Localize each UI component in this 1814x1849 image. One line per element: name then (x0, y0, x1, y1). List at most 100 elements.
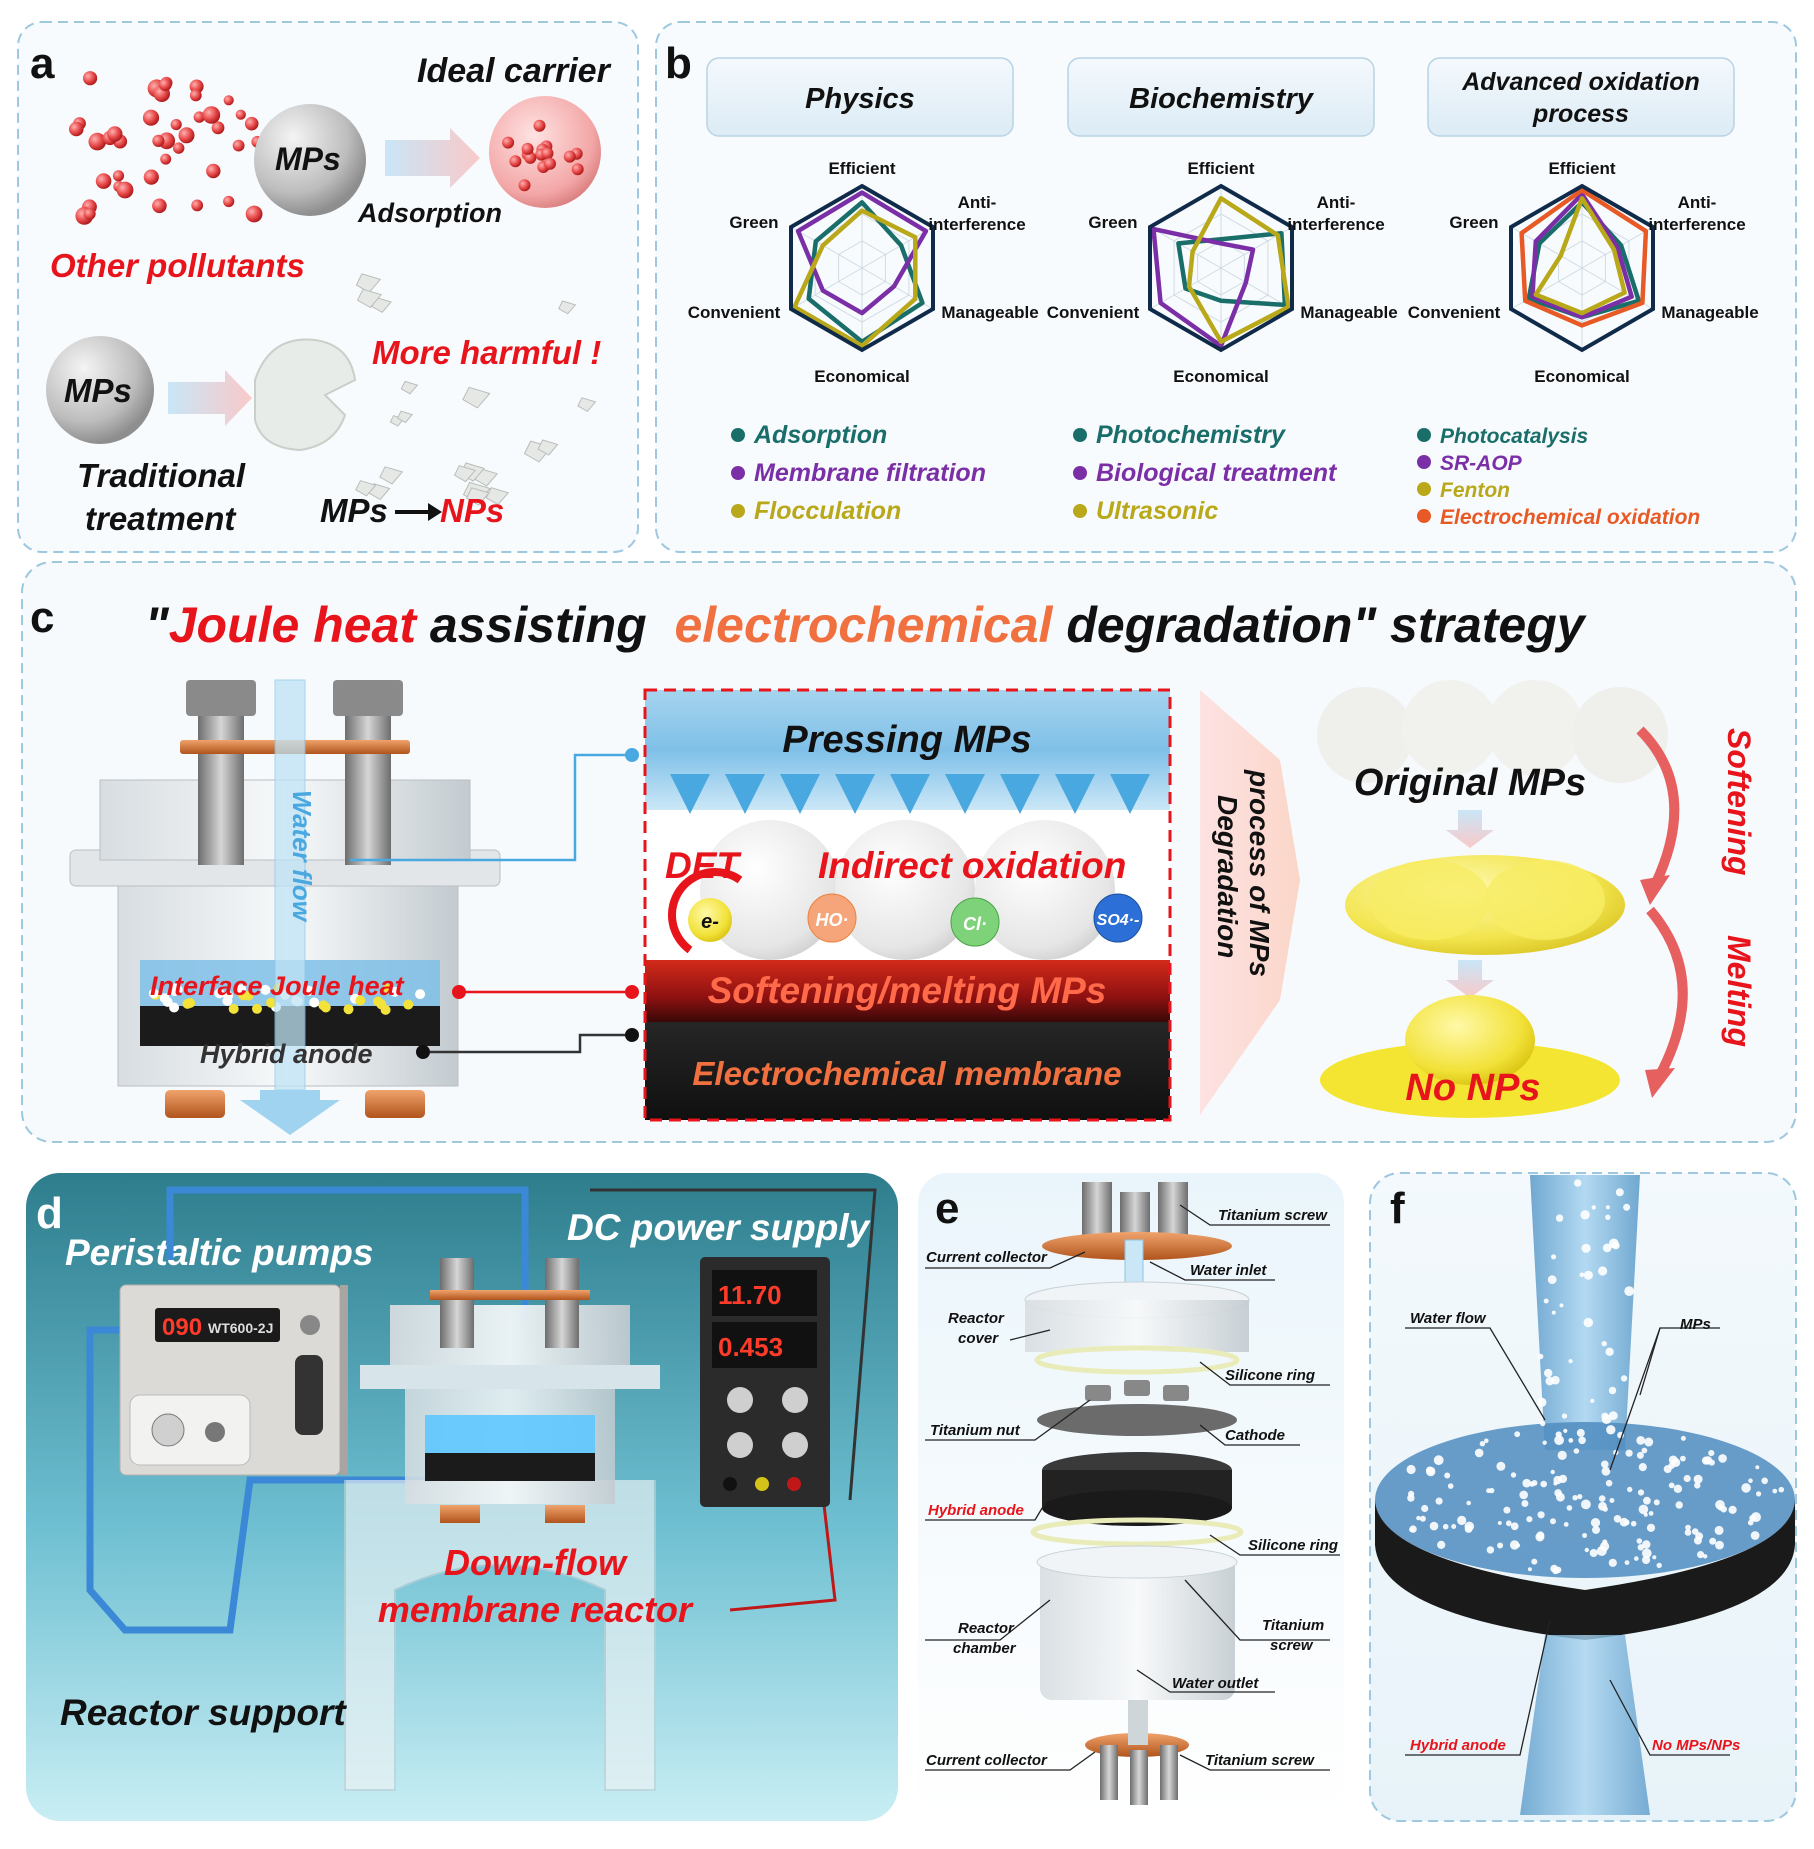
ho-radical (807, 893, 857, 943)
pollutant-dot (142, 109, 160, 126)
f-mp-particle (1590, 1518, 1601, 1528)
f-mp-particle (1419, 1515, 1426, 1522)
f-mp-particle (1598, 1495, 1606, 1502)
adsorbed-dot (563, 150, 576, 163)
aop-title-line-2: process (1532, 100, 1629, 128)
carrier-dots (502, 119, 584, 192)
radar-spoke (1510, 267, 1583, 310)
nanoplastic-fragment (577, 397, 597, 413)
pollutant-dot (152, 134, 165, 147)
f-mp-particle (1625, 1449, 1633, 1457)
mps-sphere (254, 104, 366, 216)
d-screw-left (440, 1258, 474, 1348)
softening-curve (1636, 726, 1680, 888)
e-nut-3 (1163, 1385, 1189, 1401)
nanoplastic-fragment (465, 487, 490, 506)
legend-label: Ultrasonic (1096, 497, 1218, 525)
f-mp-particle (1531, 1480, 1538, 1486)
radar-axis-label: Economical (1534, 367, 1629, 386)
softening-band (645, 960, 1170, 1022)
e-water-outlet (1128, 1700, 1148, 1745)
f-mp-particle (1755, 1465, 1760, 1470)
f-mp-particle (1537, 1511, 1545, 1519)
pollutant-dot (211, 121, 225, 135)
panel-a-frame (17, 21, 639, 553)
f-label-water-flow: Water flow (1410, 1310, 1487, 1327)
pollutant-dot (191, 199, 204, 212)
pollutant-dot (189, 89, 202, 102)
reactor-bead (415, 989, 426, 1000)
wire-red (729, 1469, 837, 1612)
reactor-bead (228, 1003, 239, 1014)
dc-knob-3 (727, 1432, 753, 1458)
legend-marker (1073, 466, 1087, 480)
f-mp-particle (1605, 1214, 1611, 1221)
d-reactor-flange (360, 1365, 660, 1389)
orig-sphere-4 (1572, 687, 1668, 783)
adsorption-arrow (385, 128, 480, 188)
e-label-hybrid-anode: Hybrid anode (928, 1502, 1024, 1519)
radar-axis-label: Efficient (828, 159, 895, 178)
f-mp-particle (1652, 1555, 1657, 1560)
e-reactor-chamber (1040, 1555, 1235, 1700)
melting-label: Melting (1721, 935, 1757, 1047)
reactor-bead (373, 996, 384, 1007)
radar-axis-label: Manageable (941, 303, 1038, 322)
e-label-silicone-ring-1: Silicone ring (1225, 1367, 1315, 1384)
f-mp-particle (1416, 1515, 1421, 1521)
press-arrows (670, 774, 1150, 814)
f-mp-particle (1521, 1500, 1529, 1507)
water-outlet-arrow (240, 1090, 340, 1135)
reactor-bead (236, 984, 247, 995)
legend-marker (1417, 509, 1431, 523)
f-mp-particle (1641, 1447, 1648, 1454)
radar-axis-label: Manageable (1661, 303, 1758, 322)
f-mp-particle (1608, 1411, 1618, 1420)
f-mp-particle (1584, 1547, 1590, 1553)
legend-marker (1417, 455, 1431, 469)
zoom-sphere-3 (975, 820, 1115, 960)
panel-c: c "Joule heat assisting electrochemical … (21, 561, 1797, 1143)
f-mp-particle (1551, 1310, 1556, 1315)
panel-a-letter: a (30, 39, 55, 88)
f-mp-particle (1545, 1376, 1555, 1386)
interface-joule-label: Interface Joule heat (150, 971, 405, 1001)
panel-f-letter: f (1390, 1184, 1405, 1233)
f-mp-particle (1671, 1458, 1681, 1467)
physics-title: Physics (805, 83, 915, 115)
pollutant-dots (69, 71, 264, 225)
f-mp-particle (1693, 1474, 1703, 1484)
nanoplastic-fragment (396, 410, 414, 424)
adsorbed-dot (541, 147, 554, 160)
adsorbed-dot (571, 163, 584, 176)
pump-roller (151, 1413, 185, 1447)
f-mp-particle (1550, 1518, 1556, 1525)
e-nut-1 (1085, 1385, 1111, 1401)
reactor-foot-right (365, 1090, 425, 1118)
f-mp-particle (1540, 1420, 1546, 1427)
more-harmful-label: More harmful ! (372, 334, 601, 371)
dc-label: DC power supply (567, 1207, 872, 1248)
d-reactor-anode (425, 1453, 595, 1481)
radar-series-flocculation (792, 208, 918, 349)
reactor-cutaway: Water flow Interface Joule heat Hybrid a… (69, 679, 501, 1135)
callout-water-dot (625, 748, 639, 762)
radar-axis-label: Anti-interference (1287, 193, 1384, 234)
d-reactor-glow (425, 1415, 595, 1453)
radar-series-photochemistry (1176, 230, 1288, 308)
f-mp-particle (1608, 1386, 1617, 1395)
f-mp-particle (1479, 1441, 1486, 1447)
f-mp-particle (1609, 1498, 1615, 1503)
pollutant-dot (107, 126, 123, 142)
f-mp-particle (1572, 1495, 1578, 1501)
radar-axis-label: Green (1449, 213, 1498, 232)
f-mp-particle (1574, 1179, 1582, 1187)
f-mp-particle (1582, 1533, 1588, 1538)
e-bottom-screw-2 (1130, 1750, 1148, 1805)
e-label-reactor-chamber-2: chamber (953, 1640, 1017, 1657)
f-mp-particle (1596, 1546, 1607, 1556)
physics-title-box (706, 57, 1014, 137)
melting-curve (1646, 906, 1688, 1078)
fractured-mps (254, 338, 357, 452)
